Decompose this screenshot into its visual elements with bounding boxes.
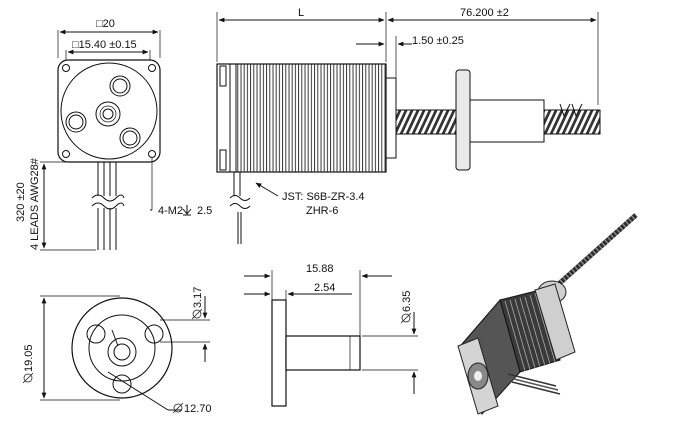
nut-side-view: 15.88 2.54 6.35 (244, 263, 418, 407)
lead-wires (91, 162, 125, 250)
isometric-view (457, 213, 638, 416)
diameter-symbol-icon (22, 372, 34, 384)
diameter-symbol-icon-3 (172, 402, 184, 414)
pcd-label: 12.70 (184, 403, 212, 415)
shaft-length-label: 76.200 ±2 (460, 7, 509, 19)
motor-side-view: L 76.200 ±2 1.50 ±0.25 (216, 7, 601, 244)
motor-face (57, 59, 161, 163)
flange-thick-label: 2.54 (314, 282, 335, 294)
cooling-fins (236, 64, 386, 172)
lead-length-label: 320 ±20 (15, 182, 27, 222)
lead-spec-label: 4 LEADS AWG28# (29, 157, 41, 250)
lead-screw-left (396, 110, 456, 134)
thread-note-label: 4-M2 (158, 205, 183, 217)
connector-label-1: JST: S6B-ZR-3.4 (282, 191, 365, 203)
diameter-symbol-icon-4 (400, 312, 412, 324)
nut-barrel (469, 99, 545, 143)
nut-side-barrel (285, 335, 361, 371)
diameter-symbol-icon-2 (191, 308, 203, 320)
nut-side-flange (271, 299, 287, 407)
hole-dia-label: 3.17 (192, 287, 204, 308)
lead-screw-right (544, 110, 600, 134)
body-length-label: L (298, 7, 304, 19)
nut-front-view: 19.05 3.17 12.70 (22, 287, 212, 415)
thread-depth-label: 2.5 (197, 205, 212, 217)
nut-flange-front (71, 297, 173, 399)
depth-symbol-icon (182, 205, 192, 216)
flange-dia-label: 19.05 (23, 344, 35, 372)
nut-flange (455, 69, 471, 171)
face-circle (60, 62, 158, 160)
frame-size-label: □20 (96, 18, 115, 30)
nut-length-label: 15.88 (306, 263, 334, 275)
connector-label-2: ZHR-6 (306, 205, 338, 217)
hole-pitch-label: □15.40 ±0.15 (72, 39, 137, 51)
motor-front-view: □20 □15.40 ±0.15 (15, 18, 212, 251)
barrel-dia-label: 6.35 (401, 291, 413, 312)
boss-height-label: 1.50 ±0.25 (412, 35, 464, 47)
